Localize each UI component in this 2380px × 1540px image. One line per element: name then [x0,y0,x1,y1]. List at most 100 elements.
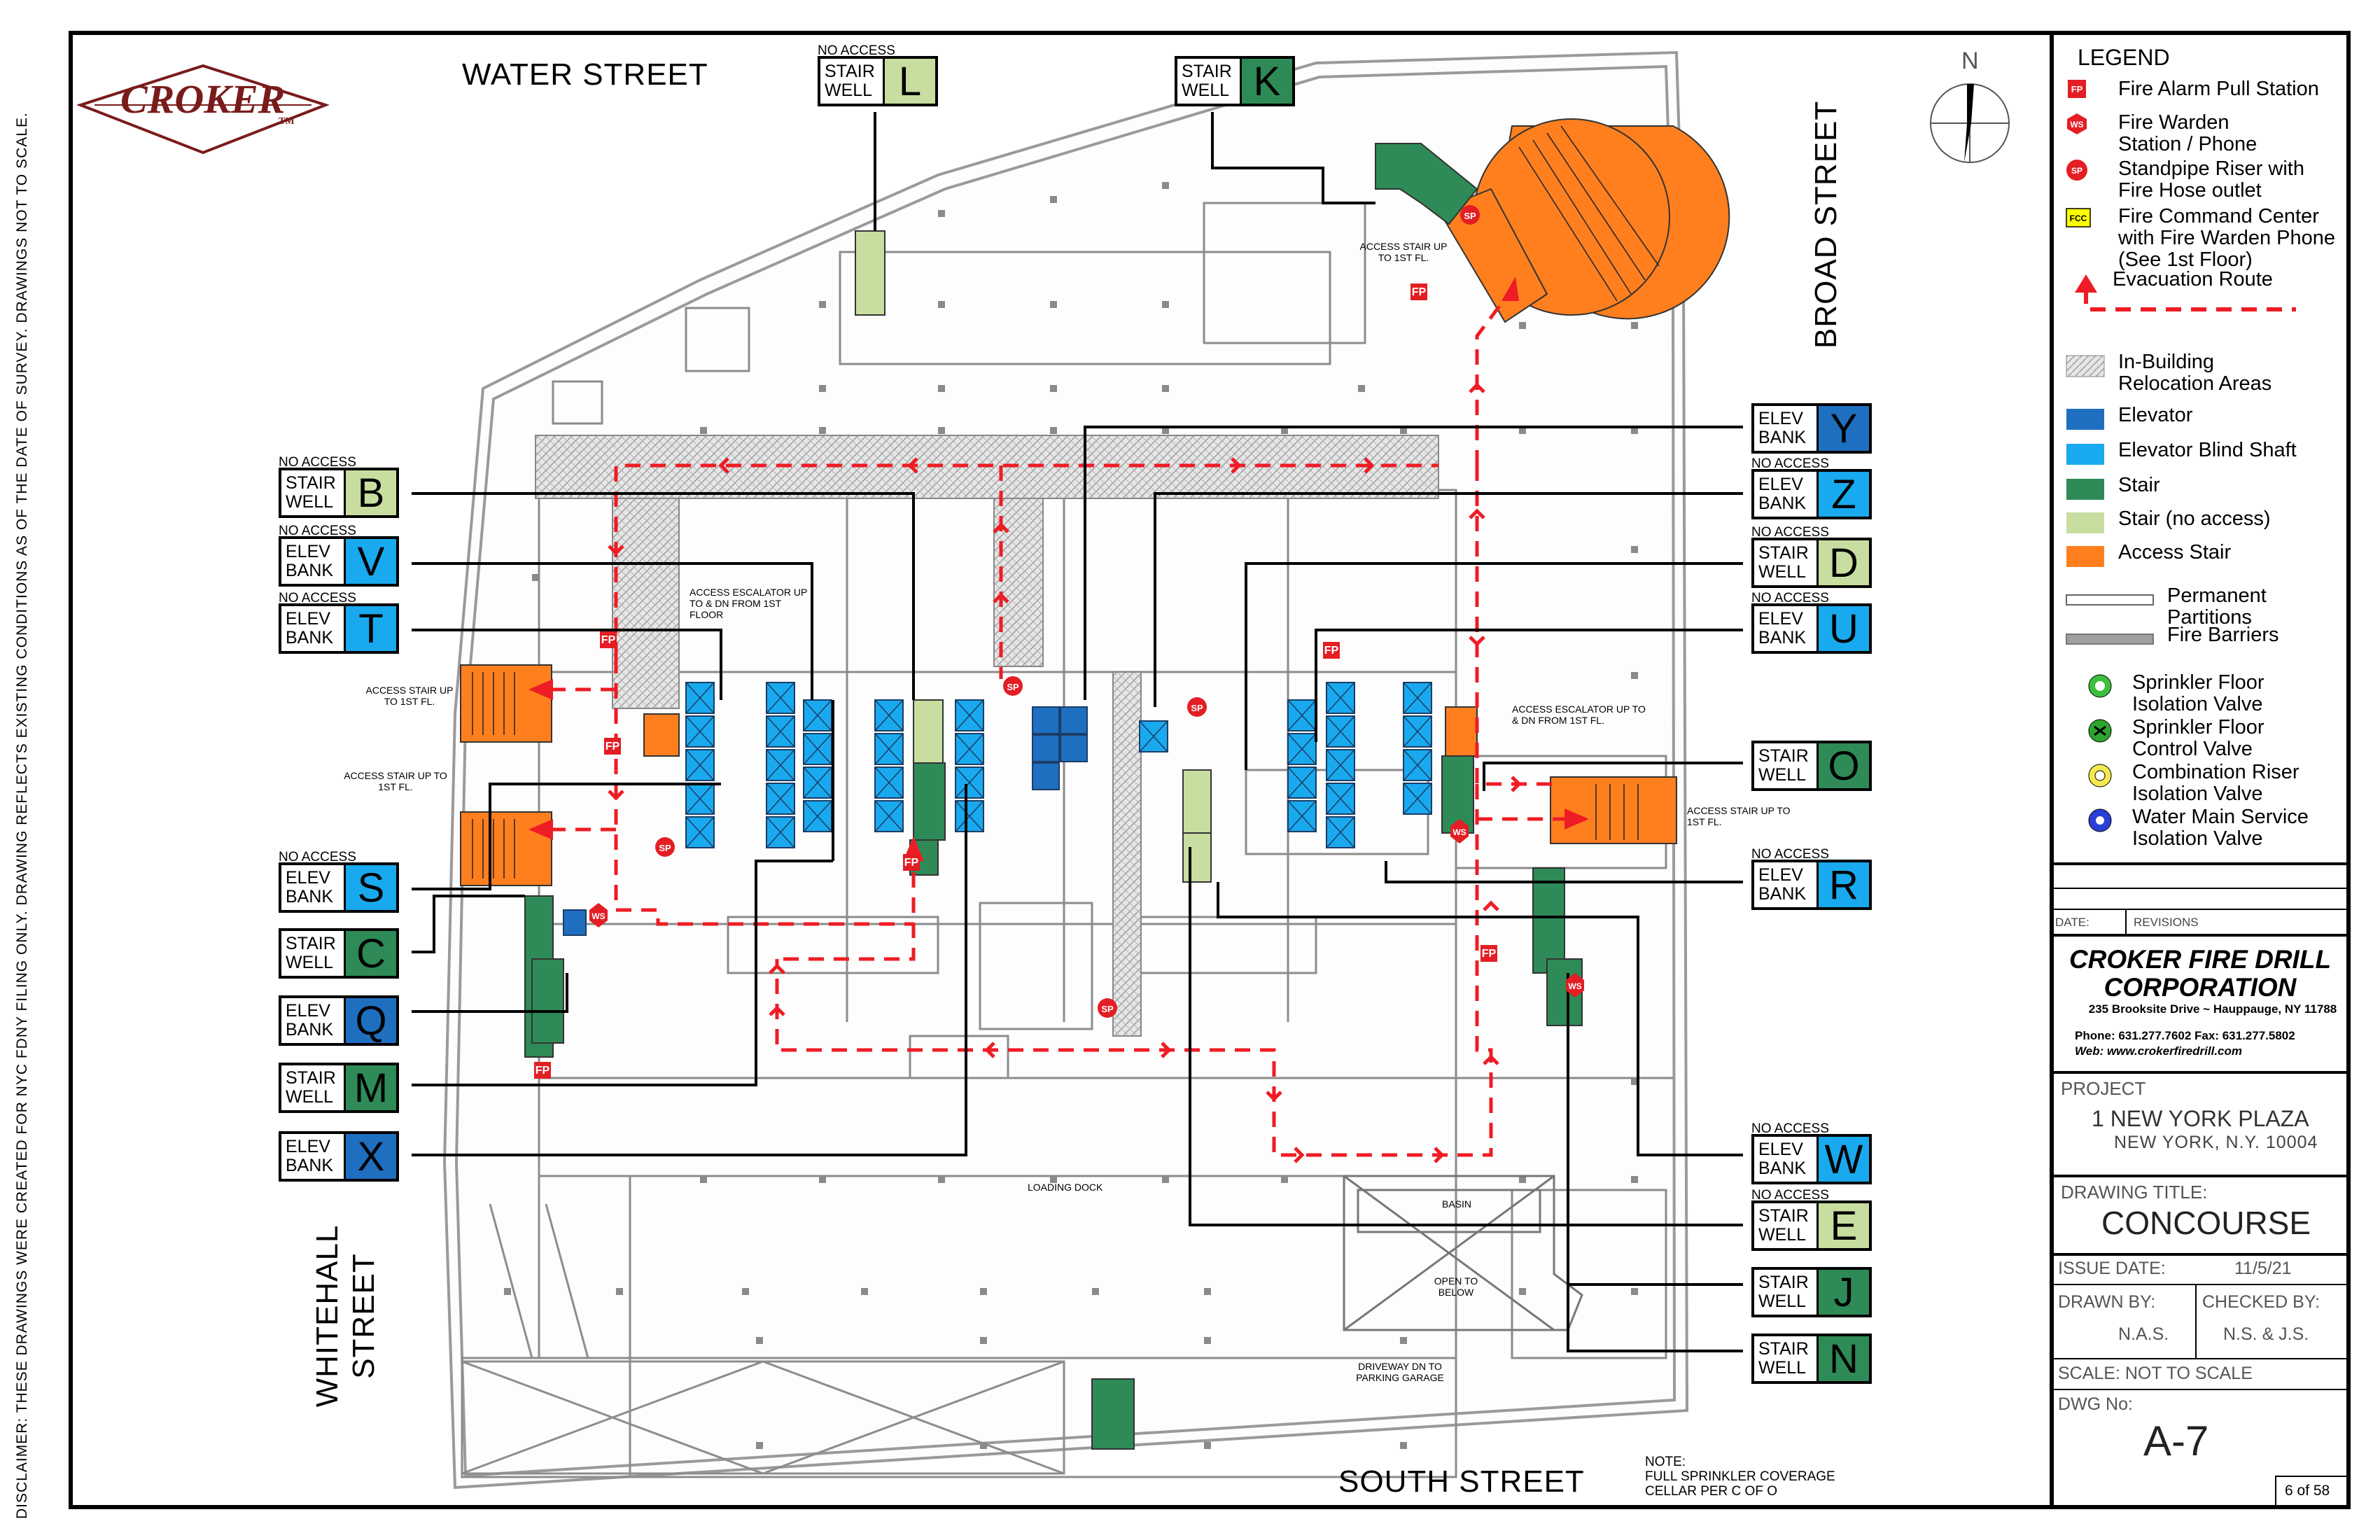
legend-item-fire-barriers: Fire Barriers [2065,624,2279,656]
legend-item-line: (See 1st Floor) [2118,248,2253,271]
evacuation-route-icon [2065,274,2317,317]
legend-item-line: Elevator Blind Shaft [2118,439,2297,461]
basin [1343,1175,1583,1331]
shaft-label-line-2: BANK [286,1020,334,1040]
elevator-car-x [1287,733,1317,765]
legend-item-stair-no-access: Stair (no access) [2065,508,2271,540]
evacuation-arrows [608,382,1522,1163]
tb-rev-line-1 [2052,888,2351,889]
shaft-label-line-2: BANK [1758,428,1807,447]
note-access-stair-right-text: ACCESS STAIR UP TO 1ST FL. [1687,805,1791,827]
legend-item-elevator: Elevator [2065,405,2192,436]
legend-item-line: In-Building [2118,351,2215,373]
elevator-car-x [874,699,904,732]
elevator-car-x [1287,800,1317,832]
shaft-label-line-1: ELEV [1758,609,1803,629]
tb-line-dwg [2052,1389,2351,1390]
note-basin: BASIN [1442,1198,1472,1210]
shaft-letter: T [344,606,396,652]
svg-text:FP: FP [606,741,620,752]
scale: SCALE: NOT TO SCALE [2058,1364,2253,1383]
fire-alarm-pull-station-icon: FP [2065,78,2107,110]
standpipe-riser-icon: SP [2065,158,2107,190]
legend-item-line: Relocation Areas [2118,372,2272,395]
svg-text:SP: SP [1191,703,1203,713]
elevator-car-x [874,800,904,832]
stair-no-access-icon [2065,508,2107,540]
shaft-letter: S [344,865,396,911]
shaft-label-line-1: ELEV [286,1001,330,1021]
legend-item-line: Partitions [2167,606,2252,629]
svg-text:FP: FP [1482,948,1497,960]
legend-item-line: Sprinkler Floor [2132,671,2264,694]
shaft-label-line-2: WELL [286,1087,334,1107]
shaft-label-line-2: WELL [1758,765,1807,785]
tb-drawn-vline [2195,1285,2197,1358]
shaft-letter: X [344,1134,396,1180]
legend-item-line: Combination Riser [2132,761,2300,783]
legend-item-line: Fire Warden [2118,111,2230,134]
shaft-label-line-2: BANK [1758,884,1807,904]
south-street-label: SOUTH STREET [1338,1464,1585,1499]
checked-by: N.S. & J.S. [2223,1324,2309,1344]
broad-street-label: BROAD STREET [1809,100,1843,349]
tb-revisions-label: REVISIONS [2134,916,2199,929]
shaft-label-line-2: WELL [1182,80,1230,100]
shaft-label-line-2: WELL [1758,562,1807,582]
checked-by-label: CHECKED BY: [2202,1292,2320,1312]
tb-divider-4 [2050,1175,2351,1177]
fire-warden-station-icon: WS [2065,112,2107,144]
legend-item-line: Permanent [2167,584,2267,607]
stair-icon [2065,475,2107,506]
elevator-car-x [766,715,795,748]
tb-date-label: DATE: [2055,916,2090,929]
sprinkler-note: NOTE: FULL SPRINKLER COVERAGE CELLAR PER… [1645,1455,1835,1499]
elevator-car-x [874,766,904,799]
shaft-label-line-2: BANK [1758,1158,1807,1178]
elevator-car-x [955,800,984,832]
tb-divider-1 [2050,862,2351,865]
elevator-car-x [685,749,715,781]
project-city: NEW YORK, N.Y. 10004 [2114,1133,2318,1152]
elevator-car-x [685,682,715,714]
shaft-letter: M [344,1065,396,1111]
legend-item-text: Access Stair [2118,542,2231,564]
elevator-car-x [685,783,715,815]
shaft-letter: R [1816,862,1869,908]
whitehall-street-text: WHITEHALL STREET [310,1224,381,1408]
shaft-label-line-2: WELL [1758,1358,1807,1378]
shaft-letter: J [1816,1270,1869,1315]
elevator-car-x [955,699,984,732]
sprinkler-note-title: NOTE: [1645,1455,1686,1469]
tb-rev-vline [2125,910,2127,934]
elevator-car-x [1326,816,1355,848]
no-access-label-d: NO ACCESS [1751,525,1829,540]
shaft-label-line-2: WELL [286,492,334,512]
shaft-letter: E [1816,1203,1869,1249]
legend-item-text: Elevator Blind Shaft [2118,440,2297,461]
elevator-car-x [1403,715,1432,748]
elevator-car-x [685,715,715,748]
